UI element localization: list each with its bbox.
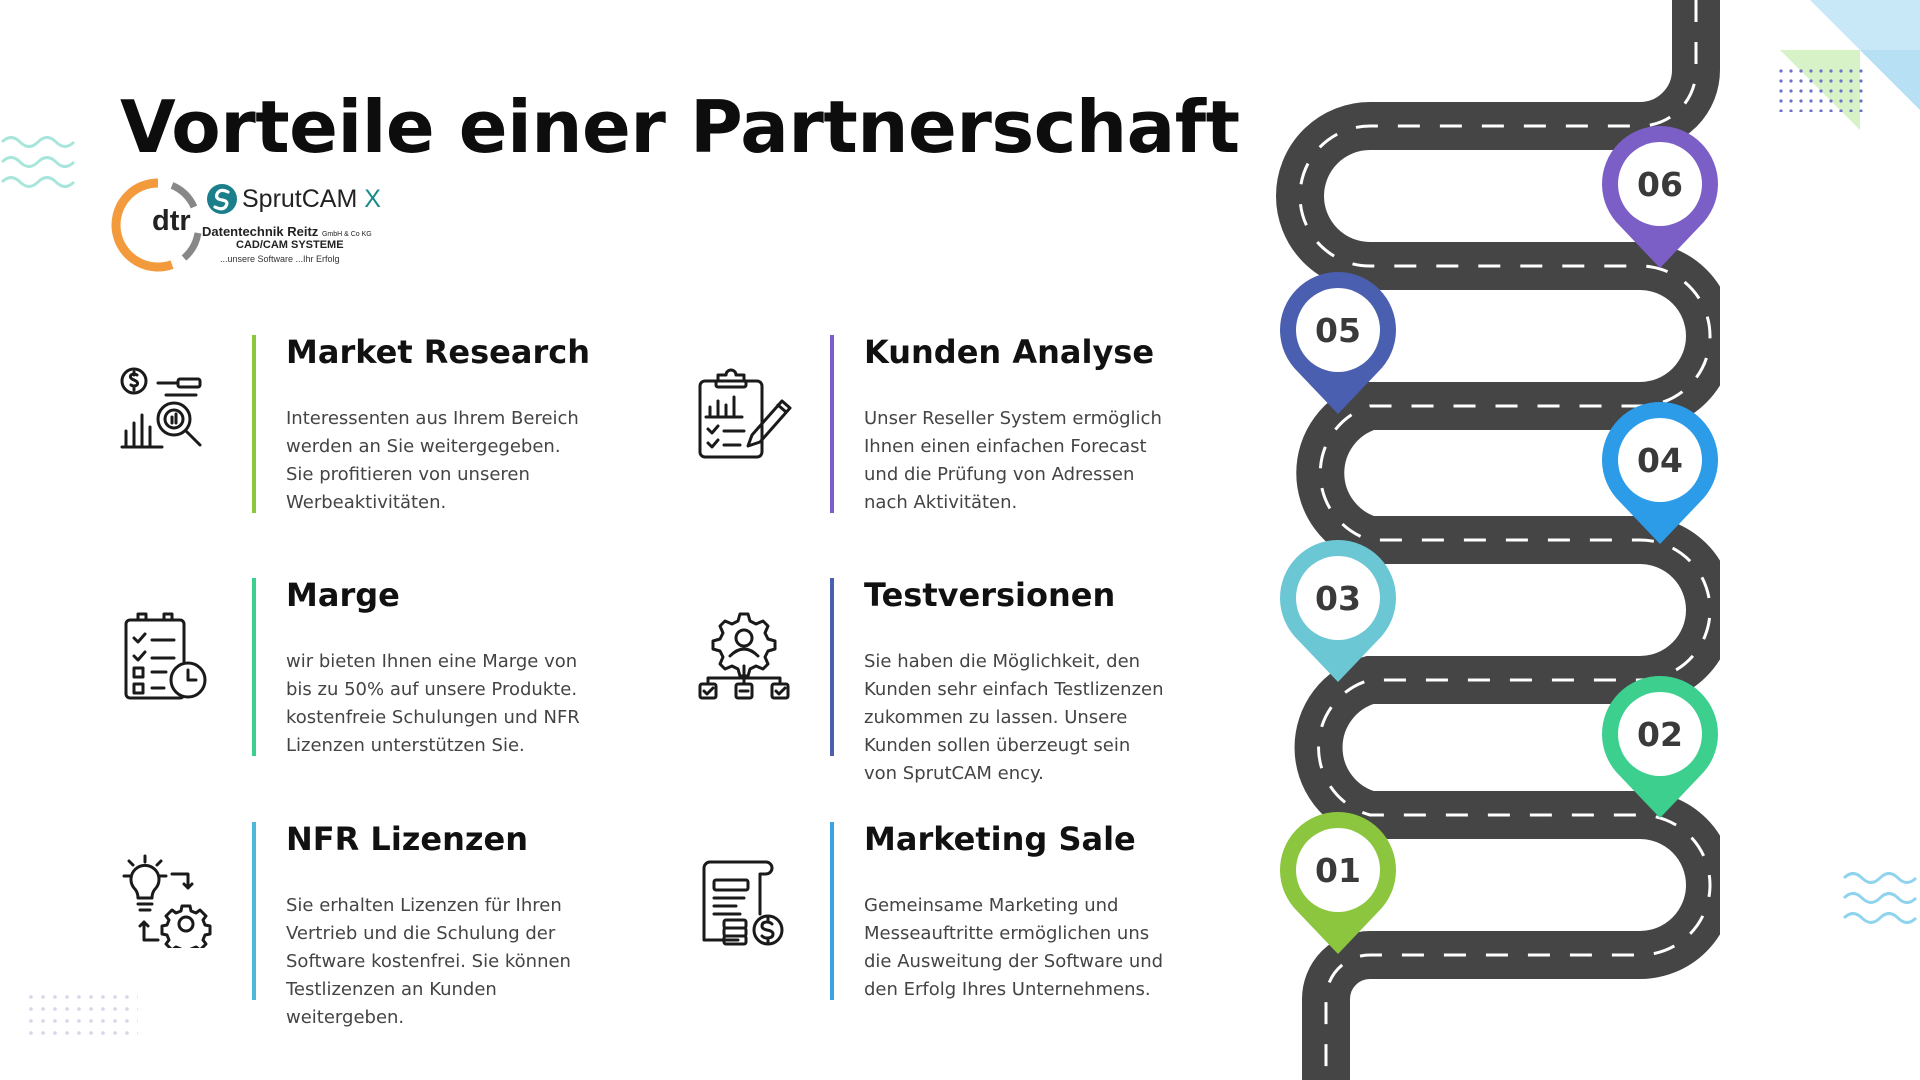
feature-text: Gemeinsame Marketing und Messeauftritte …: [864, 895, 1164, 1000]
feature-nfr-lizenzen: NFR Lizenzen Sie erhalten Lizenzen für I…: [118, 820, 578, 1062]
sprutcam-swirl-icon: [207, 184, 237, 214]
roadmap-marker-03: 03: [1280, 540, 1396, 682]
feature-accent-bar: [252, 578, 256, 756]
feature-marge: Marge wir bieten Ihnen eine Marge von bi…: [118, 576, 580, 818]
logo-company-name: Datentechnik Reitz: [202, 224, 319, 239]
marker-label: 05: [1315, 311, 1361, 350]
marker-inner-circle: [1618, 418, 1702, 502]
logo-brand: SprutCAM: [242, 185, 358, 213]
marker-label: 06: [1637, 165, 1683, 204]
page-title: Vorteile einer Partnerschaft: [120, 85, 1240, 169]
logo-systems: CAD/CAM SYSTEME: [236, 239, 344, 251]
document-money-icon: [696, 852, 792, 948]
marker-label: 03: [1315, 579, 1361, 618]
market-research-icon: [118, 365, 214, 461]
marker-inner-circle: [1296, 556, 1380, 640]
feature-title: NFR Lizenzen: [286, 820, 528, 858]
marker-label: 01: [1315, 851, 1361, 890]
user-gear-icon: [696, 608, 792, 704]
feature-accent-bar: [830, 822, 834, 1000]
feature-title: Marge: [286, 576, 400, 614]
feature-accent-bar: [252, 335, 256, 513]
roadmap-marker-04: 04: [1602, 401, 1718, 544]
triangle-decoration: [1780, 0, 1920, 130]
marker-inner-circle: [1618, 692, 1702, 776]
feature-marketing-sale: Marketing Sale Gemeinsame Marketing und …: [696, 820, 1163, 1062]
marker-label: 04: [1637, 441, 1683, 480]
feature-title: Testversionen: [864, 576, 1116, 614]
feature-text: Sie haben die Möglichkeit, den Kunden se…: [864, 651, 1164, 784]
feature-accent-bar: [252, 822, 256, 1000]
road-lane-markings: [1298, 0, 1712, 1080]
marker-label: 02: [1637, 715, 1683, 754]
checklist-clock-icon: [118, 608, 214, 704]
logo-mark: dtr: [152, 205, 191, 237]
feature-title: Marketing Sale: [864, 820, 1136, 858]
logo-slogan: ...unsere Software ...Ihr Erfolg: [220, 254, 340, 264]
roadmap-marker-05: 05: [1280, 271, 1396, 414]
feature-text: Sie erhalten Lizenzen für Ihren Vertrieb…: [286, 895, 571, 1028]
logo-brand-suffix: X: [364, 185, 381, 213]
feature-text: Interessenten aus Ihrem Bereich werden a…: [286, 408, 579, 513]
logo-ring-icon: [111, 178, 202, 272]
roadmap-marker-02: 02: [1602, 676, 1718, 818]
logo-brand-text: SprutCAM X: [242, 185, 381, 214]
company-logo: SprutCAM X dtr Datentechnik Reitz GmbH &…: [108, 175, 408, 275]
roadmap: 01 02 03 04 05 06: [1276, 0, 1720, 1080]
roadmap-marker-01: 01: [1280, 812, 1396, 954]
feature-title: Market Research: [286, 333, 590, 371]
feature-market-research: Market Research Interessenten aus Ihrem …: [118, 333, 590, 575]
wave-decoration-left: [0, 136, 76, 188]
roadmap-marker-06: 06: [1602, 125, 1718, 268]
feature-text: wir bieten Ihnen eine Marge von bis zu 5…: [286, 651, 580, 756]
feature-testversionen: Testversionen Sie haben die Möglichkeit,…: [696, 576, 1164, 818]
marker-inner-circle: [1296, 828, 1380, 912]
idea-gear-icon: [118, 852, 214, 956]
logo-company: Datentechnik Reitz GmbH & Co KG: [202, 224, 372, 239]
clipboard-analysis-icon: [696, 365, 792, 461]
feature-kunden-analyse: Kunden Analyse Unser Reseller System erm…: [696, 333, 1162, 575]
marker-inner-circle: [1296, 288, 1380, 372]
wave-decoration-right: [1842, 872, 1918, 924]
logo-company-suffix: GmbH & Co KG: [321, 231, 372, 238]
marker-inner-circle: [1618, 142, 1702, 226]
feature-title: Kunden Analyse: [864, 333, 1155, 371]
feature-text: Unser Reseller System ermöglich Ihnen ei…: [864, 408, 1162, 513]
feature-accent-bar: [830, 335, 834, 513]
feature-accent-bar: [830, 578, 834, 756]
dot-grid-top-right: [1778, 68, 1868, 112]
